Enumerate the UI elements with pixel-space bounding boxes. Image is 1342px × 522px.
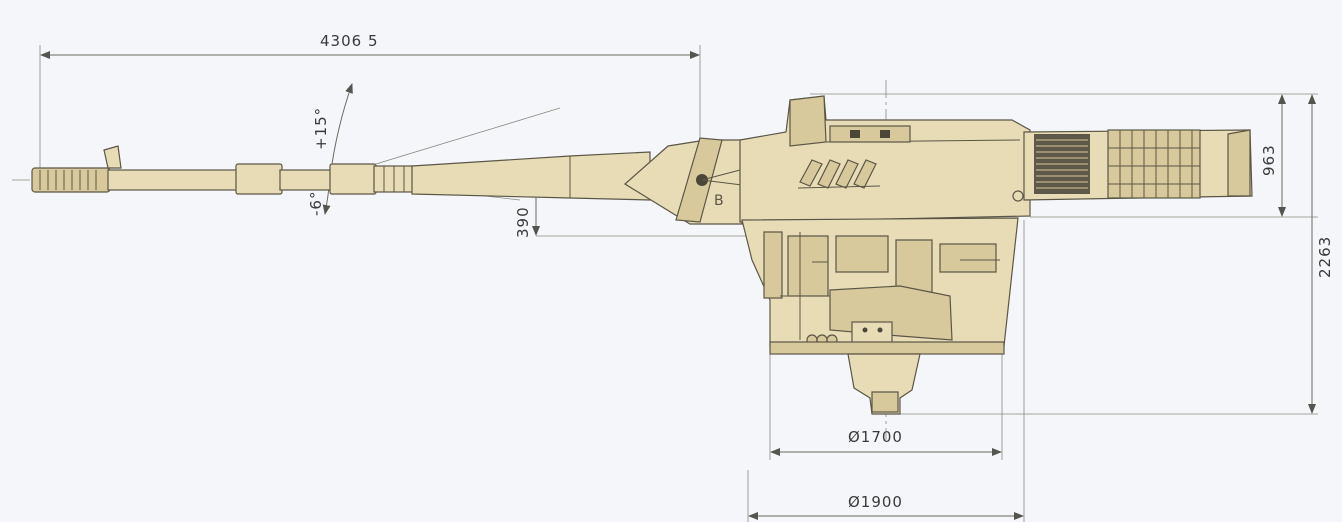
smoke-launchers [797,159,881,189]
base-diameter-label: Ø1900 [848,493,903,511]
total-height-dimension: 2263 [900,94,1334,415]
turret-letter: B [714,193,724,209]
ring-diameter-dimension: Ø1700 [769,350,1003,460]
trunnion-height-label: 390 [514,206,532,238]
trunnion-height-dimension: 390 [514,190,750,238]
ring-diameter-label: Ø1700 [848,428,903,446]
total-height-label: 2263 [1316,236,1334,278]
depression-label: -6° [307,191,325,216]
turret-body: B [623,95,1253,225]
turret-height-dimension: 963 [810,93,1318,218]
turret-basket [741,217,1019,415]
base-diameter-dimension: Ø1900 [747,220,1025,522]
overall-length-label: 4306 5 [320,32,379,50]
elevation-label: +15° [312,107,330,150]
gun-barrel [31,145,651,201]
overall-length-dimension: 4306 5 [39,32,701,175]
turret-height-label: 963 [1260,144,1278,176]
